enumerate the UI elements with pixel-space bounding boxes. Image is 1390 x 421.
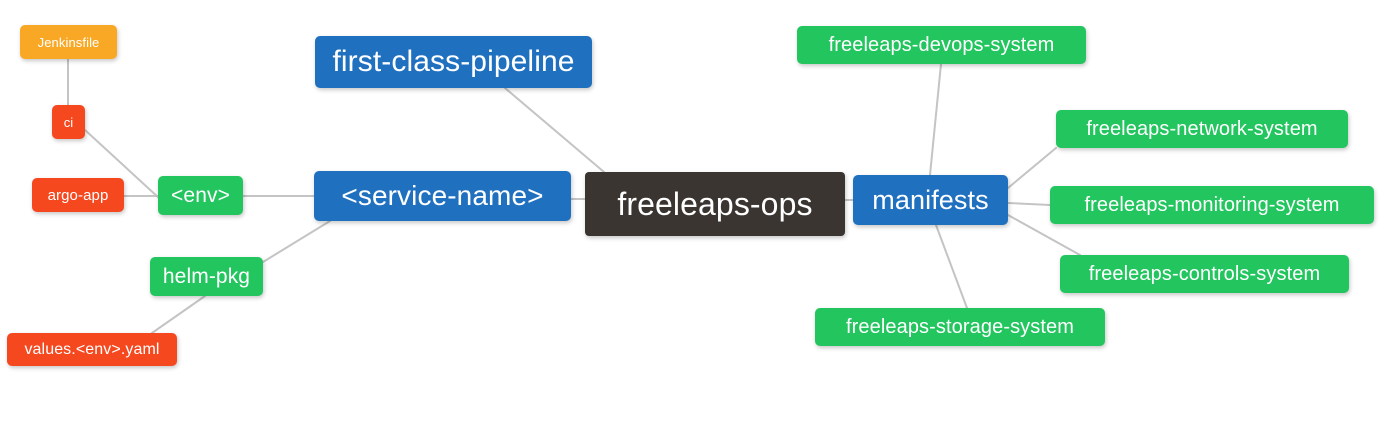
node-label: freeleaps-monitoring-system	[1084, 194, 1340, 216]
node-label: freeleaps-controls-system	[1088, 263, 1321, 285]
node-label: <env>	[171, 184, 230, 207]
node-service-name[interactable]: <service-name>	[314, 171, 571, 221]
node-label: freeleaps-ops	[617, 186, 813, 222]
node-label: argo-app	[47, 186, 109, 204]
node-freeleaps-storage-system[interactable]: freeleaps-storage-system	[815, 308, 1105, 346]
node-env[interactable]: <env>	[158, 176, 243, 215]
node-values-yaml[interactable]: values.<env>.yaml	[7, 333, 177, 366]
node-first-class-pipeline[interactable]: first-class-pipeline	[315, 36, 592, 88]
node-label: freeleaps-storage-system	[845, 316, 1075, 338]
node-label: freeleaps-network-system	[1086, 118, 1318, 140]
edge-manifests-to-freeleaps-network-system	[1007, 147, 1057, 189]
node-helm-pkg[interactable]: helm-pkg	[150, 257, 263, 296]
node-label: freeleaps-devops-system	[828, 34, 1055, 56]
node-freeleaps-ops[interactable]: freeleaps-ops	[585, 172, 845, 236]
node-ci[interactable]: ci	[52, 105, 85, 139]
node-label: manifests	[872, 184, 989, 215]
node-label: values.<env>.yaml	[24, 340, 160, 358]
node-argo-app[interactable]: argo-app	[32, 178, 124, 212]
node-label: helm-pkg	[162, 265, 251, 288]
node-freeleaps-controls-system[interactable]: freeleaps-controls-system	[1060, 255, 1349, 293]
node-manifests[interactable]: manifests	[853, 175, 1008, 225]
edge-manifests-to-freeleaps-devops-system	[929, 63, 942, 176]
edge-first-class-pipeline-to-freeleaps-ops	[504, 87, 605, 173]
edge-values-yaml-to-helm-pkg	[151, 295, 206, 334]
node-label: Jenkinsfile	[37, 34, 100, 50]
node-freeleaps-devops-system[interactable]: freeleaps-devops-system	[797, 26, 1086, 64]
node-jenkinsfile[interactable]: Jenkinsfile	[20, 25, 117, 59]
node-freeleaps-network-system[interactable]: freeleaps-network-system	[1056, 110, 1348, 148]
edge-manifests-to-freeleaps-monitoring-system	[1007, 202, 1051, 206]
node-freeleaps-monitoring-system[interactable]: freeleaps-monitoring-system	[1050, 186, 1374, 224]
node-label: first-class-pipeline	[332, 45, 575, 78]
edge-manifests-to-freeleaps-storage-system	[935, 224, 968, 309]
node-label: ci	[63, 114, 74, 130]
edge-helm-pkg-to-service-name	[262, 220, 331, 263]
node-label: <service-name>	[341, 180, 544, 211]
